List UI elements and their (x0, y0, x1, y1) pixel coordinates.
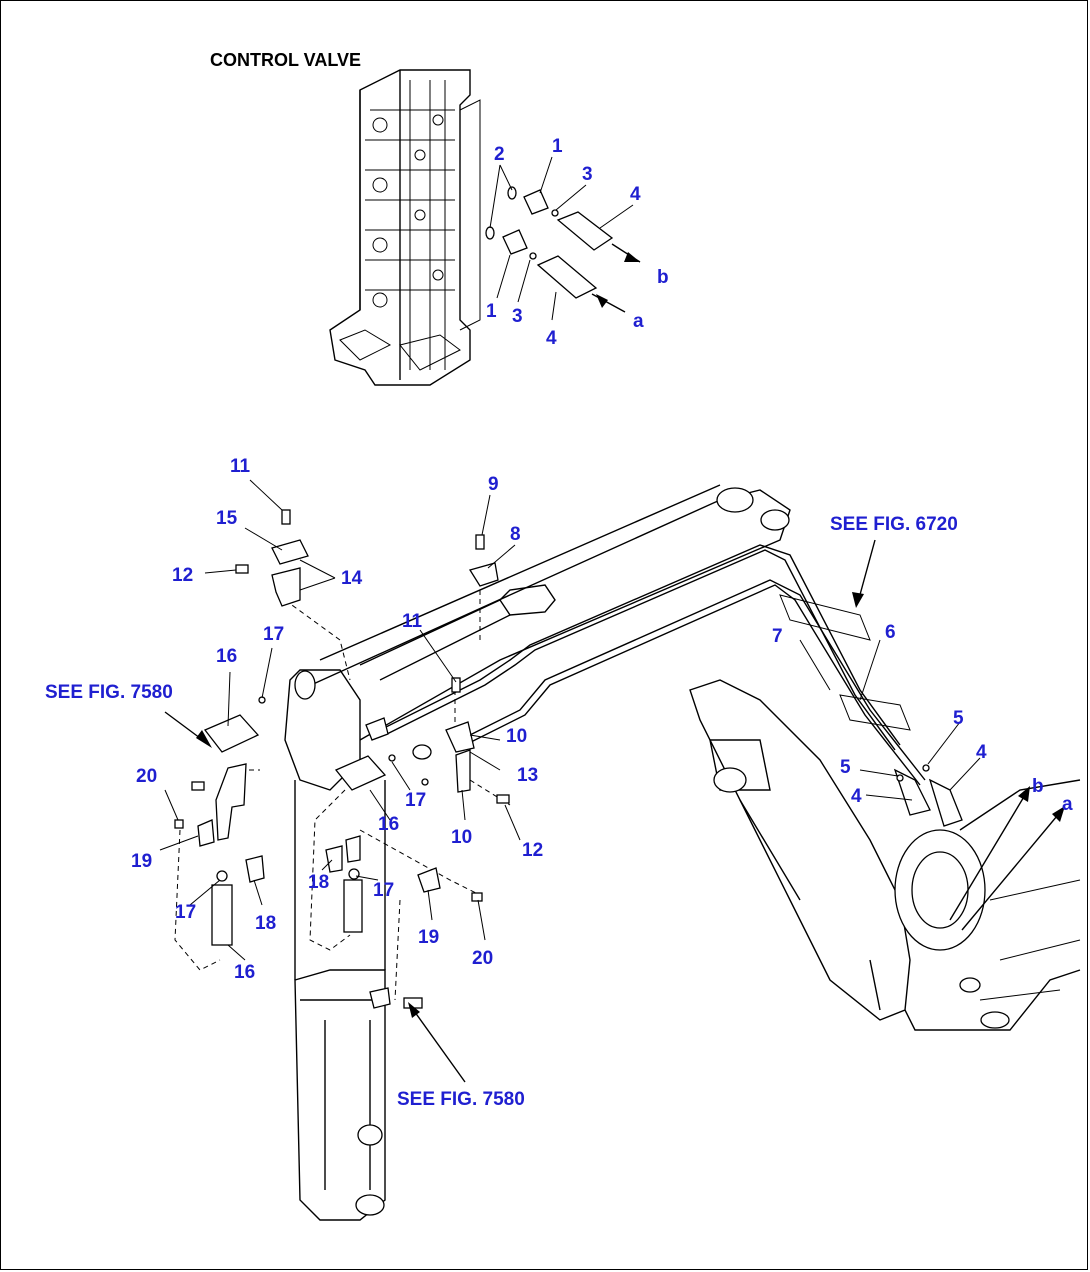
callout-16: 16 (234, 962, 255, 983)
reference-fig-6720: SEE FIG. 6720 (830, 514, 958, 535)
callout-18: 18 (308, 872, 329, 893)
callout-1: 1 (552, 136, 563, 157)
callout-12: 12 (522, 840, 543, 861)
callout-4: 4 (851, 786, 862, 807)
title-control-valve: CONTROL VALVE (210, 50, 361, 70)
callout-17: 17 (175, 902, 196, 923)
callout-20: 20 (136, 766, 157, 787)
callout-2: 2 (494, 144, 505, 165)
assembly-lines (174, 590, 511, 1001)
boom-structure (284, 484, 1081, 1221)
control-valve-block (329, 69, 481, 386)
callout-16: 16 (216, 646, 237, 667)
callout-17: 17 (405, 790, 426, 811)
callout-4: 4 (630, 184, 641, 205)
callout-5: 5 (953, 708, 964, 729)
callout-17: 17 (263, 624, 284, 645)
port-b-right: b (1032, 776, 1044, 797)
port-a-right: a (1062, 794, 1073, 815)
callout-11: 11 (402, 611, 423, 632)
callout-11: 11 (230, 456, 251, 477)
callout-10: 10 (506, 726, 527, 747)
callout-12: 12 (172, 565, 193, 586)
callout-6: 6 (885, 622, 896, 643)
port-a-top: a (633, 311, 644, 332)
callout-19: 19 (418, 927, 439, 948)
callout-19: 19 (131, 851, 152, 872)
reference-fig-7580-bottom: SEE FIG. 7580 (397, 1089, 525, 1110)
hydraulic-lines (379, 544, 926, 786)
callout-20: 20 (472, 948, 493, 969)
reference-fig-7580-left: SEE FIG. 7580 (45, 682, 173, 703)
callout-5: 5 (840, 757, 851, 778)
callout-15: 15 (216, 508, 238, 529)
callout-8: 8 (510, 524, 521, 545)
callout-1: 1 (486, 301, 497, 322)
small-parts (174, 509, 963, 1009)
callout-14: 14 (341, 568, 363, 589)
callout-3: 3 (582, 164, 593, 185)
callout-4: 4 (976, 742, 987, 763)
callout-3: 3 (512, 306, 523, 327)
callout-18: 18 (255, 913, 276, 934)
callout-10: 10 (451, 827, 472, 848)
callout-4: 4 (546, 328, 557, 349)
callout-17: 17 (373, 880, 394, 901)
valve-fittings (485, 156, 641, 321)
callout-7: 7 (772, 626, 783, 647)
callout-13: 13 (517, 765, 538, 786)
leader-lines (159, 479, 1065, 1083)
callout-16: 16 (378, 814, 399, 835)
port-b-top: b (657, 267, 669, 288)
callout-9: 9 (488, 474, 499, 495)
